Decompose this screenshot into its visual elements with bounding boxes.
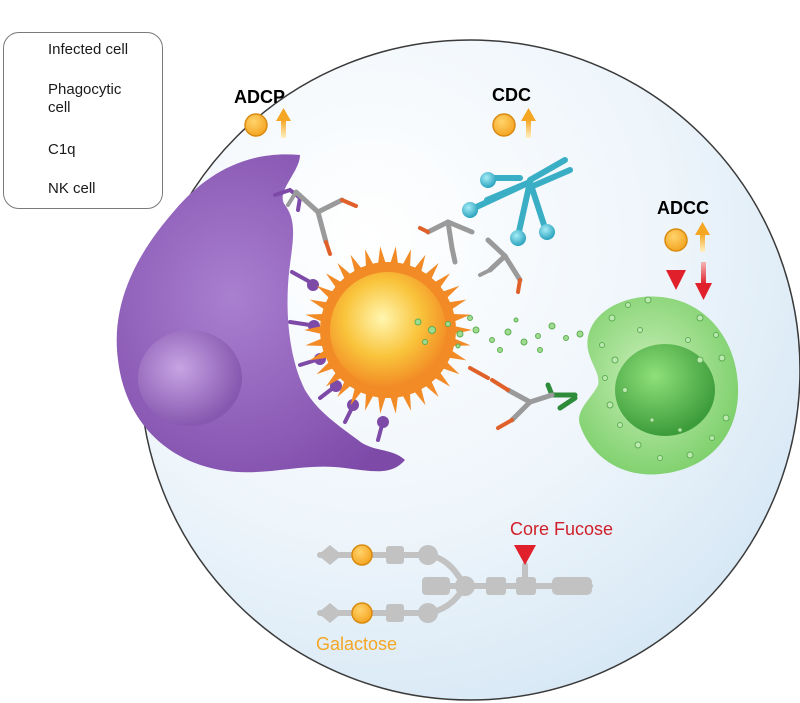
legend-c1q-label: C1q <box>48 141 76 158</box>
legend-infected-cell-label: Infected cell <box>48 41 129 58</box>
infected-cell <box>304 246 472 414</box>
core-fucose-label: Core Fucose <box>510 519 613 539</box>
nk-nucleus <box>615 344 715 436</box>
fucose-triangle-icon <box>666 270 686 290</box>
phagocytic-nucleus <box>138 330 242 426</box>
antibody-adcc <box>468 366 555 430</box>
galactose-label: Galactose <box>316 634 397 654</box>
galactose-residue <box>351 602 373 624</box>
galactose-residue <box>351 544 373 566</box>
legend-nk-cell-label: NK cell <box>48 180 96 197</box>
cdc-indicator <box>492 108 536 138</box>
nk-cell <box>579 296 739 475</box>
adcp-indicator <box>244 108 291 138</box>
phagocyte-fc-receptors <box>273 187 389 442</box>
adcc-label: ADCC <box>657 198 709 218</box>
c1q-complex <box>467 157 573 239</box>
core-fucose-residue <box>514 545 536 565</box>
down-arrow-icon <box>695 262 712 300</box>
legend-phagocytic-cell-label-line1: Phagocytic <box>48 81 122 98</box>
nk-granules <box>599 296 730 461</box>
cdc-label: CDC <box>492 85 531 105</box>
glycan-structure <box>317 544 593 624</box>
released-granules <box>414 315 584 353</box>
antibody-adcp <box>286 189 358 256</box>
up-arrow-icon <box>695 222 710 252</box>
c1q-heads <box>462 172 555 246</box>
adcc-indicator <box>664 222 712 300</box>
antibody-cdc-1 <box>418 219 475 265</box>
adcp-label: ADCP <box>234 87 285 107</box>
legend-phagocytic-cell-label-line2: cell <box>48 99 71 116</box>
antibody-cdc-2 <box>478 237 523 294</box>
up-arrow-icon <box>521 108 536 138</box>
phagocytic-cell <box>116 154 406 473</box>
legend: Infected cell Phagocytic cell C1q NK cel… <box>3 32 163 209</box>
up-arrow-icon <box>276 108 291 138</box>
